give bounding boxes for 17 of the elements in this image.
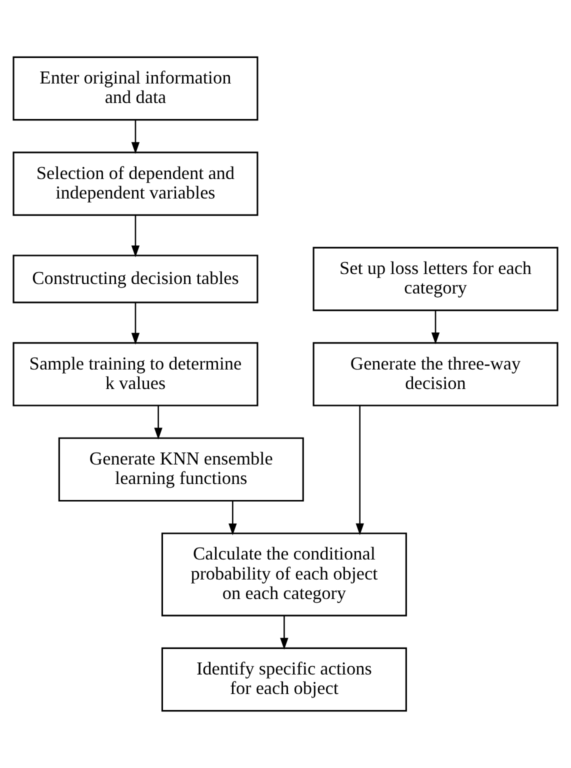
arrow [131,120,140,154]
node-box: Calculate the conditional probability of each object on each category [161,532,407,616]
node-box: Sample training to determine k values [12,342,258,406]
node-box: Constructing decision tables [12,254,258,304]
arrow [131,302,140,345]
arrow [356,406,364,536]
arrow [431,310,440,344]
node-box: Generate KNN ensemble learning functions [58,437,304,502]
arrow [228,500,237,536]
node-box: Enter original information and data [12,56,258,121]
arrow [280,616,288,650]
node-box: Generate the three-way decision [312,342,558,406]
arrow [131,215,140,258]
node-box: Identify specific actions for each object [161,647,407,712]
node-box: Selection of dependent and independent variables [12,152,258,216]
arrow [154,406,162,440]
node-box: Set up loss letters for each category [312,246,558,312]
